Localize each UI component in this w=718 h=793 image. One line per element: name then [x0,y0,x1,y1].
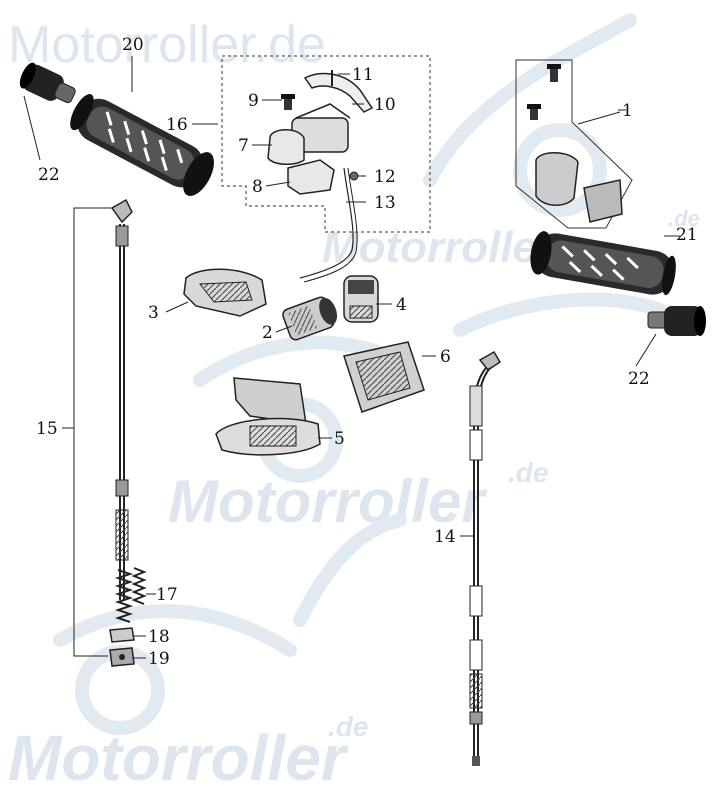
callout-14: 14 [434,527,456,547]
callout-10: 10 [374,95,396,115]
watermark-center-suffix: .de [508,457,548,488]
part-switch-2 [275,296,338,341]
callout-22-left: 22 [38,165,60,185]
callout-20: 20 [122,35,144,55]
part-left-grip [70,94,214,196]
callout-labels: 1 2 3 4 5 6 7 8 9 10 11 12 13 14 15 16 1… [36,35,698,669]
callout-21: 21 [676,225,698,245]
part-clip-18 [109,627,146,643]
watermark-mid-brand: Motorroller [322,223,557,272]
callout-15: 15 [36,419,58,439]
part-switch-housing-5 [215,377,332,456]
part-switch-6 [343,341,436,413]
part-right-bar-end [635,306,706,367]
callout-3: 3 [148,303,159,323]
callout-18: 18 [148,627,170,647]
callout-2: 2 [262,323,273,343]
part-cable-14 [460,350,502,766]
watermark-scooter-shapes [53,13,667,735]
leader-lines [23,56,626,161]
part-right-grip [530,231,680,296]
part-switch-4 [343,275,392,323]
watermark-top: Motorroller.de [8,16,326,74]
part-left-bar-end [19,62,76,104]
callout-16: 16 [166,115,188,135]
callout-22-right: 22 [628,369,650,389]
callout-9: 9 [248,91,259,111]
callout-11: 11 [352,65,374,85]
callout-1: 1 [622,101,633,121]
callout-17: 17 [156,585,178,605]
callout-6: 6 [440,347,451,367]
part-spring-17 [114,567,156,623]
part-nut-19 [109,647,146,667]
part-right-clamp-box [515,59,633,229]
callout-5: 5 [334,429,345,449]
callout-19: 19 [148,649,170,669]
watermark-mid-suffix: .de [668,206,700,231]
lever-assembly-group [192,55,431,283]
watermark-layer: Motorroller.de Motorroller .de Motorroll… [8,16,700,793]
watermark-center-brand: Motorroller [168,468,488,535]
callout-8: 8 [252,177,263,197]
watermark-bottom-brand: Motorroller [8,722,349,793]
callout-13: 13 [374,193,396,213]
part-switch-3 [165,268,267,317]
callout-7: 7 [238,136,249,156]
part-cable-15 [62,198,133,657]
callout-12: 12 [374,167,396,187]
watermark-bottom-suffix: .de [328,711,368,742]
callout-4: 4 [396,295,407,315]
